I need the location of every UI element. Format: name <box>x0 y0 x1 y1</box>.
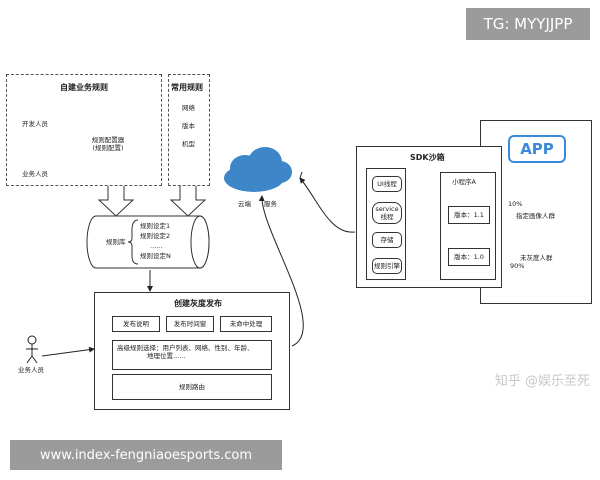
common-rule-network: 网络 <box>182 104 195 112</box>
app-badge: APP <box>508 135 566 163</box>
common-rule-version: 版本 <box>182 122 195 130</box>
unhit-handling-button[interactable]: 未命中处理 <box>220 316 272 332</box>
release-time-window-button[interactable]: 发布时间窗 <box>166 316 214 332</box>
rule-routing-box[interactable]: 规则路由 <box>112 374 272 400</box>
common-rules-title: 常用规则 <box>171 83 203 92</box>
configurator-label: 规则配置器 (规则配置) <box>91 136 125 153</box>
telegram-watermark: TG: MYYJJPP <box>466 8 590 40</box>
version-1-0-box: 版本：1.0 <box>448 248 490 266</box>
storage-box: 存储 <box>372 232 402 248</box>
down-arrow-right <box>169 183 207 217</box>
rule-setting-1: 规则设定1 <box>140 222 171 230</box>
service-label: 服务 <box>264 200 277 208</box>
gray-release-title: 创建灰度发布 <box>174 299 222 308</box>
self-rules-title: 自建业务规则 <box>60 83 108 92</box>
rule-setting-n: 规则设定N <box>140 252 171 260</box>
self-rules-panel <box>6 74 162 186</box>
rule-engine-box: 规则引擎 <box>372 258 402 274</box>
rule-library-cylinder <box>86 215 210 269</box>
common-rule-device: 机型 <box>182 140 195 148</box>
ungray-group-label: 未灰度人群 <box>520 254 553 262</box>
common-rules-panel <box>168 74 210 186</box>
release-notes-button[interactable]: 发布说明 <box>112 316 160 332</box>
rule-library-label: 规则库 <box>106 238 126 246</box>
down-arrow-left <box>97 183 135 217</box>
advanced-rules-box[interactable]: 高级规则选择：用户列表、网络、性别、年龄、 地理位置...... <box>112 340 272 370</box>
target-group-label: 指定画像人群 <box>516 212 555 220</box>
business-figure-bottom <box>26 335 38 364</box>
mini-program-label: 小程序A <box>452 178 476 186</box>
version-1-1-box: 版本：1.1 <box>448 206 490 224</box>
zhihu-watermark: 知乎 @娱乐至死 <box>494 374 590 389</box>
website-watermark: www.index-fengniaoesports.com <box>10 440 282 470</box>
service-thread-box: service 线程 <box>372 202 402 224</box>
rule-setting-ellipsis: ...... <box>150 242 163 250</box>
business-person-label-bottom: 业务人员 <box>18 366 44 374</box>
pct-90-label: 90% <box>510 262 525 270</box>
business-person-label: 业务人员 <box>22 170 48 178</box>
cloud-shape <box>224 147 292 192</box>
ui-thread-box: UI线程 <box>372 176 402 192</box>
rule-setting-2: 规则设定2 <box>140 232 171 240</box>
cloud-label: 云端 <box>238 200 251 208</box>
pct-10-label: 10% <box>508 200 523 208</box>
sdk-title: SDK沙箱 <box>410 153 445 162</box>
developer-label: 开发人员 <box>22 120 48 128</box>
